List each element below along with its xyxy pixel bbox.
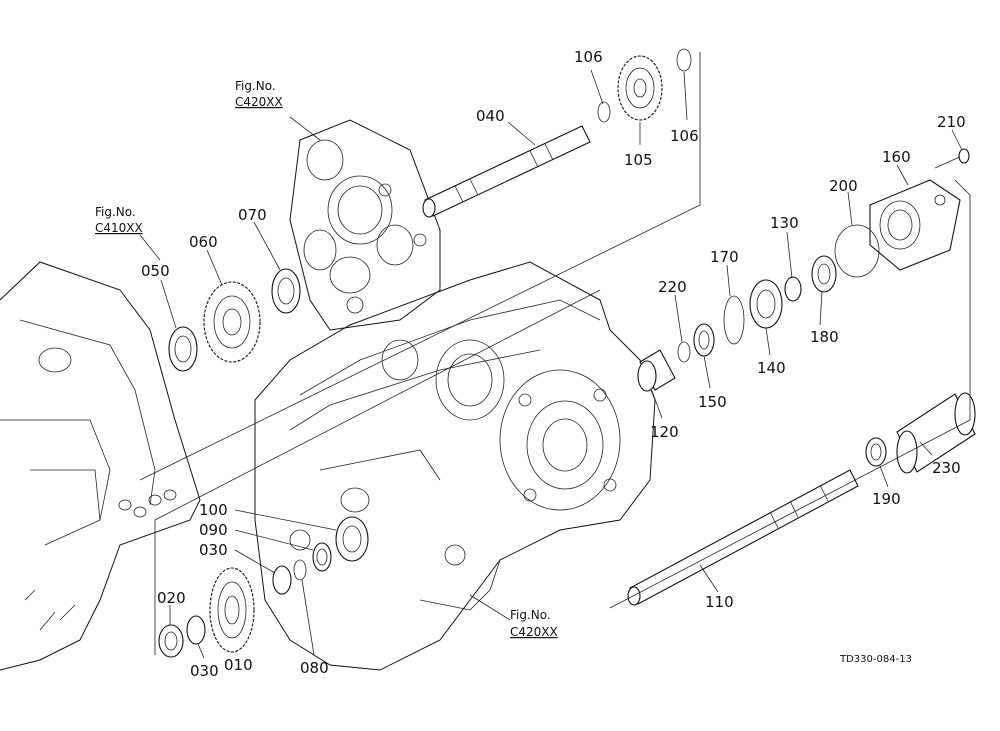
flange-160 xyxy=(869,179,961,271)
seal-180 xyxy=(811,255,837,293)
bearing-140 xyxy=(749,279,783,329)
callout-180: 180 xyxy=(810,328,839,346)
leader-lines xyxy=(139,69,963,659)
callout-060: 060 xyxy=(189,233,218,251)
bearing-050 xyxy=(168,326,198,372)
o-ring-200 xyxy=(834,224,880,278)
gear-105 xyxy=(617,55,663,121)
bolt-210 xyxy=(934,148,970,169)
callout-020: 020 xyxy=(157,589,186,607)
assembly-outline-right xyxy=(609,179,971,609)
figure-reference-code: C420XX xyxy=(510,625,558,639)
callout-105: 105 xyxy=(624,151,653,169)
shaft-040 xyxy=(422,125,591,218)
figure-reference-c410xx: Fig.No. C410XX xyxy=(95,205,143,235)
figure-reference-label: Fig.No. xyxy=(510,608,551,622)
assembly-outline-lower xyxy=(154,289,601,655)
seal-090 xyxy=(312,542,332,572)
callout-030: 030 xyxy=(199,541,228,559)
callouts: 040 106 105 106 210 160 200 130 170 220 … xyxy=(141,48,966,680)
callout-150: 150 xyxy=(698,393,727,411)
snap-ring-106-right xyxy=(676,48,692,72)
seal-150 xyxy=(693,323,715,357)
bearing-100 xyxy=(335,516,369,562)
drawing-code: TD330-084-13 xyxy=(839,654,912,665)
bearing-030-upper xyxy=(272,565,292,595)
figure-reference-code: C420XX xyxy=(235,95,283,109)
bearing-120 xyxy=(637,349,676,392)
gear-060 xyxy=(203,281,261,363)
callout-230: 230 xyxy=(932,459,961,477)
figure-reference-label: Fig.No. xyxy=(235,79,276,93)
bearing-030-lower xyxy=(186,615,206,645)
shaft-110 xyxy=(627,469,859,606)
callout-220: 220 xyxy=(658,278,687,296)
callout-160: 160 xyxy=(882,148,911,166)
figure-reference-label: Fig.No. xyxy=(95,205,136,219)
callout-120: 120 xyxy=(650,423,679,441)
callout-130: 130 xyxy=(770,214,799,232)
callout-110: 110 xyxy=(705,593,734,611)
figure-reference-c420xx-top: Fig.No. C420XX xyxy=(235,79,283,109)
left-transmission-housing xyxy=(0,261,201,671)
callout-010: 010 xyxy=(224,656,253,674)
callout-070: 070 xyxy=(238,206,267,224)
snap-ring-106-left xyxy=(597,101,611,123)
ring-220 xyxy=(677,341,691,363)
collar-080 xyxy=(293,559,307,581)
gear-010 xyxy=(209,567,255,653)
callout-106: 106 xyxy=(574,48,603,66)
figure-reference-c420xx-bottom: Fig.No. C420XX xyxy=(510,608,558,639)
callout-100: 100 xyxy=(199,501,228,519)
washer-020 xyxy=(158,624,184,658)
callout-050: 050 xyxy=(141,262,170,280)
snap-ring-170 xyxy=(723,295,745,345)
cover-plate xyxy=(289,119,441,331)
callout-106: 106 xyxy=(670,127,699,145)
callout-040: 040 xyxy=(476,107,505,125)
assembly-outline-upper xyxy=(139,52,701,481)
callout-200: 200 xyxy=(829,177,858,195)
seal-190 xyxy=(865,437,887,467)
collar-130 xyxy=(784,276,802,302)
callout-080: 080 xyxy=(300,659,329,677)
callout-140: 140 xyxy=(757,359,786,377)
callout-030: 030 xyxy=(190,662,219,680)
callout-190: 190 xyxy=(872,490,901,508)
callout-170: 170 xyxy=(710,248,739,266)
bearing-070 xyxy=(271,268,301,314)
figure-reference-code: C410XX xyxy=(95,221,143,235)
callout-090: 090 xyxy=(199,521,228,539)
callout-210: 210 xyxy=(937,113,966,131)
main-transmission-case xyxy=(254,261,656,671)
